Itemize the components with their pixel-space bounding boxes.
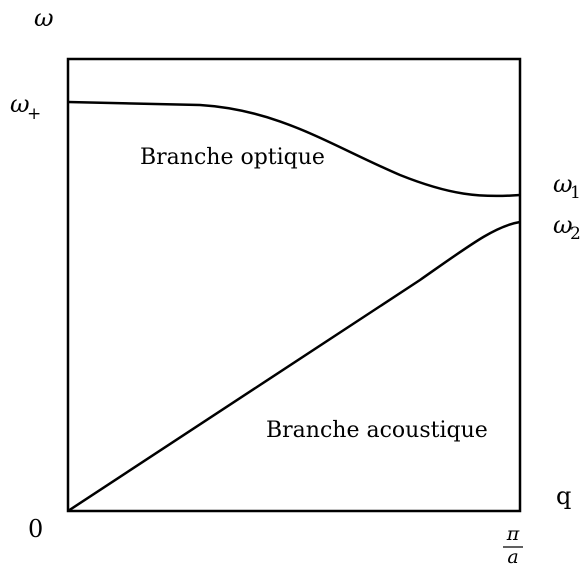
acoustic-branch-label: Branche acoustique — [266, 418, 488, 443]
plot-frame — [66, 57, 522, 513]
omega-1-label: ω 1 — [553, 170, 581, 203]
omega-2-symbol: ω — [553, 211, 573, 239]
optical-branch-curve — [67, 100, 521, 198]
omega-1-subscript: 1 — [570, 183, 581, 203]
x-end-label: π a — [503, 523, 523, 568]
optical-branch-label: Branche optique — [140, 145, 325, 170]
omega-plus-symbol: ω — [10, 90, 30, 118]
omega-2-label: ω 2 — [553, 211, 581, 244]
origin-label: 0 — [28, 515, 43, 543]
x-axis-label: q — [556, 482, 571, 510]
acoustic-branch-curve — [67, 220, 521, 513]
omega-2-subscript: 2 — [570, 224, 581, 244]
omega-plus-label: ω + — [10, 90, 41, 124]
y-axis-label: ω — [34, 4, 54, 32]
x-end-denominator: a — [507, 546, 518, 568]
x-end-numerator: π — [506, 523, 520, 545]
omega-1-symbol: ω — [553, 170, 573, 198]
omega-plus-subscript: + — [27, 104, 41, 124]
